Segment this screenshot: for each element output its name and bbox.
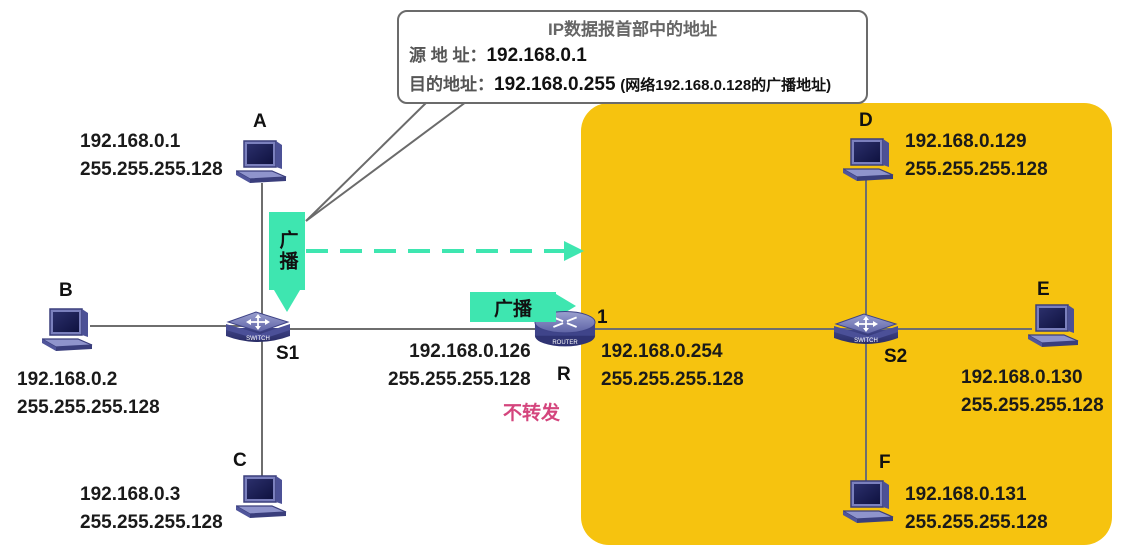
host-b-computer-icon [42,308,93,351]
host-b-letter: B [59,280,73,301]
router-left-address: 192.168.0.126 255.255.255.128 [388,338,531,394]
dashed-arrow-head [564,241,584,261]
destination-address-note: (网络192.168.0.128的广播地址) [620,77,832,94]
host-f-address: 192.168.0.131 255.255.255.128 [905,481,1048,537]
host-d-letter: D [859,110,873,131]
host-e-ip: 192.168.0.130 [961,367,1083,388]
host-a-computer-icon [236,140,287,183]
switch-s1-name: S1 [276,343,300,364]
host-e-computer-icon [1028,304,1079,347]
host-d-ip: 192.168.0.129 [905,131,1027,152]
router-left-ip: 192.168.0.126 [409,341,531,362]
callout-source-row: 源 地 址：192.168.0.1 [409,41,587,67]
host-c-mask: 255.255.255.128 [80,512,223,533]
broadcast-tag-vertical: 广播 [269,212,305,290]
host-f-letter: F [879,452,891,473]
router-right-mask: 255.255.255.128 [601,369,744,390]
vertical-broadcast-arrow-head [274,290,300,312]
host-f-computer-icon [843,480,894,523]
host-d-address: 192.168.0.129 255.255.255.128 [905,128,1048,184]
router-left-mask: 255.255.255.128 [388,369,531,390]
host-c-computer-icon [236,475,287,518]
host-e-letter: E [1037,279,1050,300]
host-e-address: 192.168.0.130 255.255.255.128 [961,364,1104,420]
switch-s2-device-text: SWITCH [854,338,878,344]
host-d-mask: 255.255.255.128 [905,159,1048,180]
host-a-address: 192.168.0.1 255.255.255.128 [80,128,223,184]
callout-pointer-2 [305,98,471,222]
host-b-address: 192.168.0.2 255.255.255.128 [17,366,160,422]
host-a-mask: 255.255.255.128 [80,159,223,180]
router-right-ip: 192.168.0.254 [601,341,723,362]
callout-pointer [305,98,431,222]
router-name: R [557,364,571,385]
host-c-ip: 192.168.0.3 [80,484,181,505]
router-port-number: 1 [597,307,608,328]
host-b-mask: 255.255.255.128 [17,397,160,418]
host-a-letter: A [253,111,267,132]
router-no-forward-label: 不转发 [503,403,561,424]
router-right-address: 192.168.0.254 255.255.255.128 [601,338,744,394]
source-address-value: 192.168.0.1 [486,45,587,66]
callout-destination-row: 目的地址：192.168.0.255 (网络192.168.0.128的广播地址… [409,70,831,96]
host-d-computer-icon [843,138,894,181]
callout-title: IP数据报首部中的地址 [547,20,718,39]
links [90,178,1032,486]
host-f-mask: 255.255.255.128 [905,512,1048,533]
ip-header-callout: IP数据报首部中的地址 源 地 址：192.168.0.1 目的地址：192.1… [397,10,868,104]
host-a-ip: 192.168.0.1 [80,131,181,152]
source-address-label: 源 地 址： [409,46,487,65]
destination-address-value: 192.168.0.255 [494,74,616,95]
host-e-mask: 255.255.255.128 [961,395,1104,416]
broadcast-tag-horizontal: 广播 [470,292,556,322]
switch-s1-device-text: SWITCH [246,336,270,342]
host-c-letter: C [233,450,247,471]
router-device-text: ROUTER [552,340,578,346]
destination-address-label: 目的地址： [409,75,494,94]
host-f-ip: 192.168.0.131 [905,484,1027,505]
switch-s2-name: S2 [884,346,908,367]
host-c-address: 192.168.0.3 255.255.255.128 [80,481,223,537]
host-b-ip: 192.168.0.2 [17,369,118,390]
